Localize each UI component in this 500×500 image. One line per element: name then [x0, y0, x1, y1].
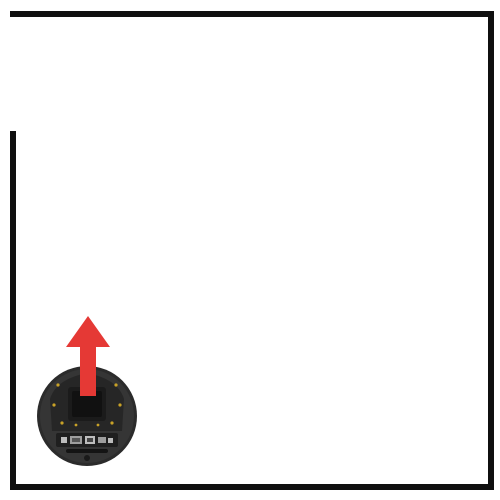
- wall-top: [10, 11, 494, 17]
- wall-bottom: [10, 484, 494, 490]
- robot-vacuum-icon: [37, 366, 137, 466]
- wall-right: [488, 11, 494, 490]
- heading-arrow-up-icon: [66, 316, 110, 396]
- wall-left: [10, 131, 16, 490]
